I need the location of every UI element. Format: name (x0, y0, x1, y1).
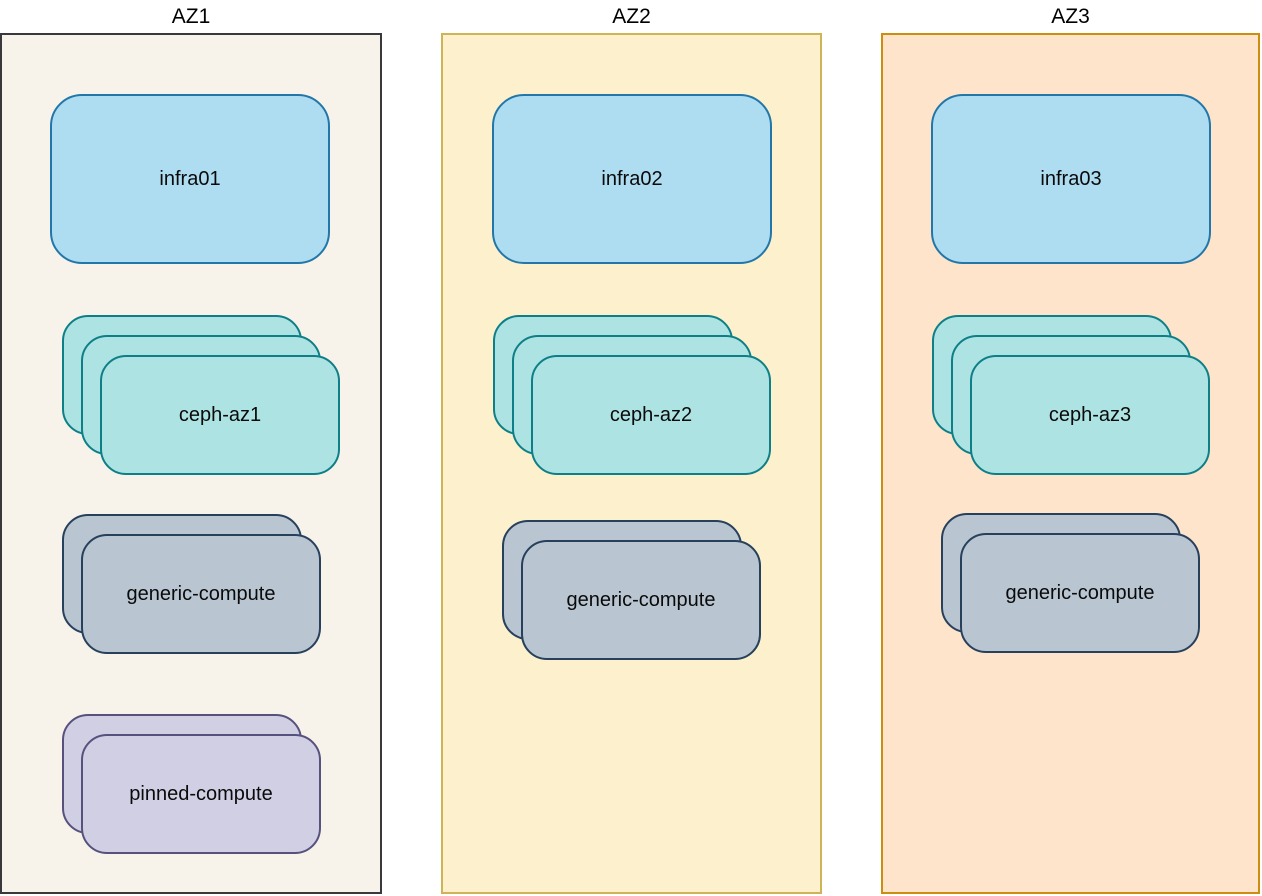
node-generic-compute-az3-label: generic-compute (1005, 581, 1155, 604)
node-ceph-az2: ceph-az2 (493, 315, 771, 475)
stack-card-front: ceph-az1 (100, 355, 340, 475)
zone-az1: AZ1 infra01 ceph-az1 generic-compute (0, 0, 382, 896)
node-ceph-az1-label: ceph-az1 (178, 403, 262, 426)
node-pinned-compute-label: pinned-compute (129, 782, 273, 805)
node-pinned-compute: pinned-compute (62, 714, 321, 854)
zone-az2-title: AZ2 (612, 5, 651, 28)
zone-az3: AZ3 infra03 ceph-az3 generic-compute (881, 0, 1260, 896)
node-infra03-label: infra03 (1040, 167, 1102, 190)
node-generic-compute-az3: generic-compute (941, 513, 1200, 653)
zone-az1-title: AZ1 (171, 5, 211, 28)
node-infra03: infra03 (931, 94, 1211, 264)
node-ceph-az1: ceph-az1 (62, 315, 340, 475)
zone-az2: AZ2 infra02 ceph-az2 generic-compute (441, 0, 822, 896)
node-infra02-label: infra02 (601, 167, 663, 190)
node-infra02: infra02 (492, 94, 772, 264)
node-ceph-az3: ceph-az3 (932, 315, 1210, 475)
node-infra01-label: infra01 (159, 167, 221, 190)
node-ceph-az2-label: ceph-az2 (609, 403, 693, 426)
stack-card-front: ceph-az3 (970, 355, 1210, 475)
node-generic-compute-az2-label: generic-compute (566, 588, 716, 611)
zone-az3-title: AZ3 (1051, 5, 1090, 28)
stack-card-front: generic-compute (81, 534, 321, 654)
node-generic-compute-az2: generic-compute (502, 520, 761, 660)
stack-card-front: generic-compute (521, 540, 761, 660)
stack-card-front: generic-compute (960, 533, 1200, 653)
zone-az2-box: infra02 ceph-az2 generic-compute (441, 33, 822, 894)
zone-az1-box: infra01 ceph-az1 generic-compute pinned-… (0, 33, 382, 894)
node-infra01: infra01 (50, 94, 330, 264)
stack-card-front: ceph-az2 (531, 355, 771, 475)
node-ceph-az3-label: ceph-az3 (1048, 403, 1132, 426)
node-generic-compute-az1: generic-compute (62, 514, 321, 654)
node-generic-compute-az1-label: generic-compute (126, 582, 276, 605)
zone-az3-box: infra03 ceph-az3 generic-compute (881, 33, 1260, 894)
stack-card-front: pinned-compute (81, 734, 321, 854)
